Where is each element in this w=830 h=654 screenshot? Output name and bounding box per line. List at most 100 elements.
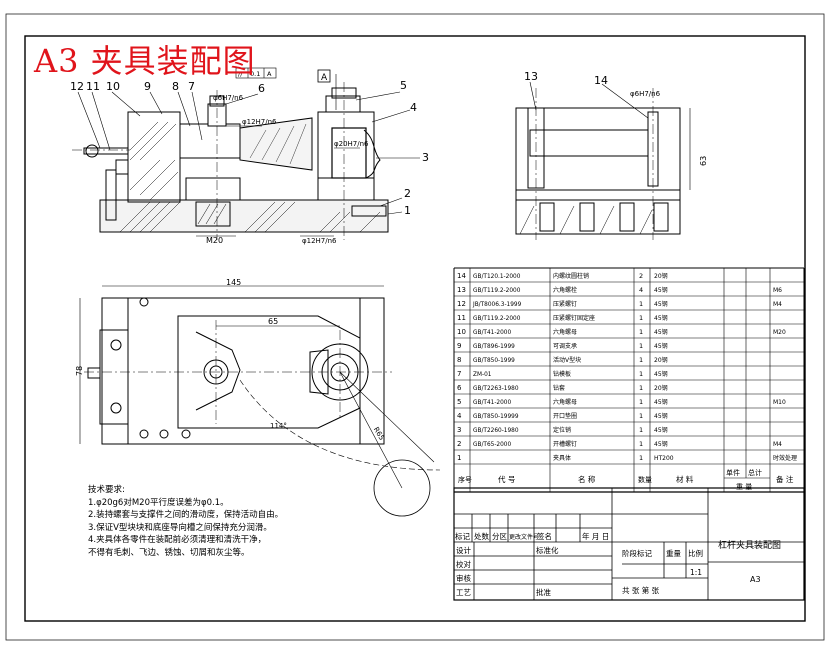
balloon-3: 3	[422, 151, 429, 164]
parts-row-name: 六角螺母	[553, 328, 577, 336]
parts-row-name: 钻模板	[553, 370, 571, 378]
dim-d12-top: φ12H7/n6	[242, 118, 277, 126]
tb-design: 设计	[456, 545, 471, 555]
parts-row-remark: M20	[773, 329, 786, 336]
datum-label: A	[321, 73, 328, 83]
parts-row-qty: 1	[639, 398, 643, 406]
top-view	[79, 285, 441, 517]
parts-row-remark: M10	[773, 399, 786, 406]
parts-row-name: 压紧螺钉固定座	[553, 314, 595, 322]
technical-notes: 技术要求: 1.φ20g6对M20平行度误差为φ0.1。 2.装持螺套与支撑件之…	[88, 484, 283, 560]
parts-row-code: GB/T41-2000	[473, 400, 511, 406]
balloon-11: 11	[86, 80, 100, 93]
dim-65: 65	[268, 317, 278, 326]
balloon-12: 12	[70, 80, 84, 93]
tb-label-zone: 分区	[492, 532, 507, 541]
parts-row-code: GB/T896-1999	[473, 344, 515, 350]
parts-row-name: 定位销	[553, 426, 571, 434]
parts-row-name: 压紧螺钉	[553, 300, 577, 308]
parts-row-material: 45钢	[654, 342, 668, 350]
parts-row-material: 20钢	[654, 384, 668, 392]
parts-row-no: 4	[457, 412, 462, 420]
parts-header-name: 名 称	[578, 474, 596, 484]
parts-row-no: 13	[457, 286, 466, 294]
balloon-5: 5	[400, 79, 407, 92]
parts-row-no: 3	[457, 426, 461, 434]
tb-label-file: 更改文件号	[509, 533, 539, 541]
note-item: 4.夹具体各零件在装配前必须清理和清洗干净，	[88, 535, 267, 546]
tb-approve: 批准	[536, 587, 551, 597]
parts-header-qty: 数量	[638, 475, 652, 484]
tol-datum: A	[267, 70, 272, 78]
parts-row-material: 45钢	[654, 398, 668, 406]
parts-row-qty: 1	[639, 328, 643, 336]
parts-row-no: 1	[457, 454, 461, 462]
parts-row-qty: 4	[639, 286, 643, 294]
parts-row-no: 10	[457, 328, 466, 336]
tb-sheets: 共 张 第 张	[622, 585, 660, 595]
parts-header-remark: 备 注	[776, 474, 794, 484]
parts-row-name: 钻套	[553, 384, 565, 392]
parts-row-code: GB/T119.2-2000	[473, 316, 521, 322]
dim-145: 145	[226, 278, 241, 287]
dim-78: 78	[75, 366, 84, 376]
parts-header-total: 总计	[748, 468, 762, 477]
tb-label-mark: 标记	[455, 531, 470, 541]
balloon-2: 2	[404, 187, 411, 200]
dim-d12-bottom: φ12H7/n6	[302, 237, 337, 245]
parts-row-qty: 1	[639, 356, 643, 364]
tol-value: 0.1	[250, 70, 260, 78]
tb-process: 工艺	[456, 588, 471, 597]
outer-border	[5, 13, 825, 641]
side-view	[515, 81, 691, 240]
parts-row-material: 45钢	[654, 426, 668, 434]
tol-symbol: //	[238, 70, 243, 78]
front-view	[72, 67, 420, 240]
balloon-4: 4	[410, 101, 417, 114]
parts-row-no: 6	[457, 384, 462, 392]
tb-label-date: 年 月 日	[582, 531, 609, 541]
dim-d6: φ6H7/n6	[213, 94, 244, 102]
parts-row-code: GB/T2263-1980	[473, 386, 519, 392]
parts-row-name: 六角螺栓	[553, 286, 577, 294]
parts-row-code: GB/T2260-1980	[473, 428, 519, 434]
balloon-7: 7	[188, 80, 195, 93]
note-item: 3.保证V型块块和底座导向槽之间保持充分润滑。	[88, 522, 272, 533]
parts-row-qty: 1	[639, 412, 643, 420]
parts-row-qty: 1	[639, 384, 643, 392]
parts-row-qty: 1	[639, 440, 643, 448]
dim-114: 114°	[270, 422, 287, 430]
note-item: 不得有毛刺、飞边、锈蚀、切屑和灰尘等。	[88, 547, 250, 558]
parts-header-material: 材 料	[676, 474, 694, 484]
parts-row-no: 7	[457, 370, 461, 378]
parts-row-code: GB/T41-2000	[473, 330, 511, 336]
parts-row-material: 20钢	[654, 272, 668, 280]
balloon-10: 10	[106, 80, 120, 93]
balloon-1: 1	[404, 204, 411, 217]
notes-heading: 技术要求:	[88, 485, 125, 495]
tb-scale: 1:1	[690, 568, 702, 577]
parts-header-weight: 重 量	[736, 483, 752, 491]
parts-row-material: 45钢	[654, 286, 668, 294]
parts-row-no: 5	[457, 398, 461, 406]
parts-header-single: 单件	[726, 468, 740, 477]
parts-row-no: 8	[457, 356, 461, 364]
note-item: 1.φ20g6对M20平行度误差为φ0.1。	[88, 497, 229, 508]
tb-drawing-name: 杠杆夹具装配图	[718, 539, 781, 551]
tb-scale-label: 比例	[688, 548, 703, 558]
parts-row-material: 45钢	[654, 412, 668, 420]
tb-review: 审核	[456, 573, 471, 583]
parts-row-no: 9	[457, 342, 461, 350]
parts-row-name: 内螺纹圆柱销	[553, 272, 589, 280]
side-balloon-14: 14	[594, 74, 608, 87]
parts-row-material: 45钢	[654, 300, 668, 308]
parts-row-material: HT200	[654, 455, 674, 462]
parts-row-material: 45钢	[654, 314, 668, 322]
parts-row-remark: M6	[773, 287, 782, 294]
parts-row-name: 夹具体	[553, 454, 571, 462]
drawing-title: A3 夹具装配图	[34, 42, 256, 80]
parts-row-code: JB/T8006.3-1999	[472, 302, 522, 308]
note-item: 2.装持螺套与支撑件之间的滑动度，保持活动自由。	[88, 510, 284, 521]
parts-row-material: 20钢	[654, 356, 668, 364]
